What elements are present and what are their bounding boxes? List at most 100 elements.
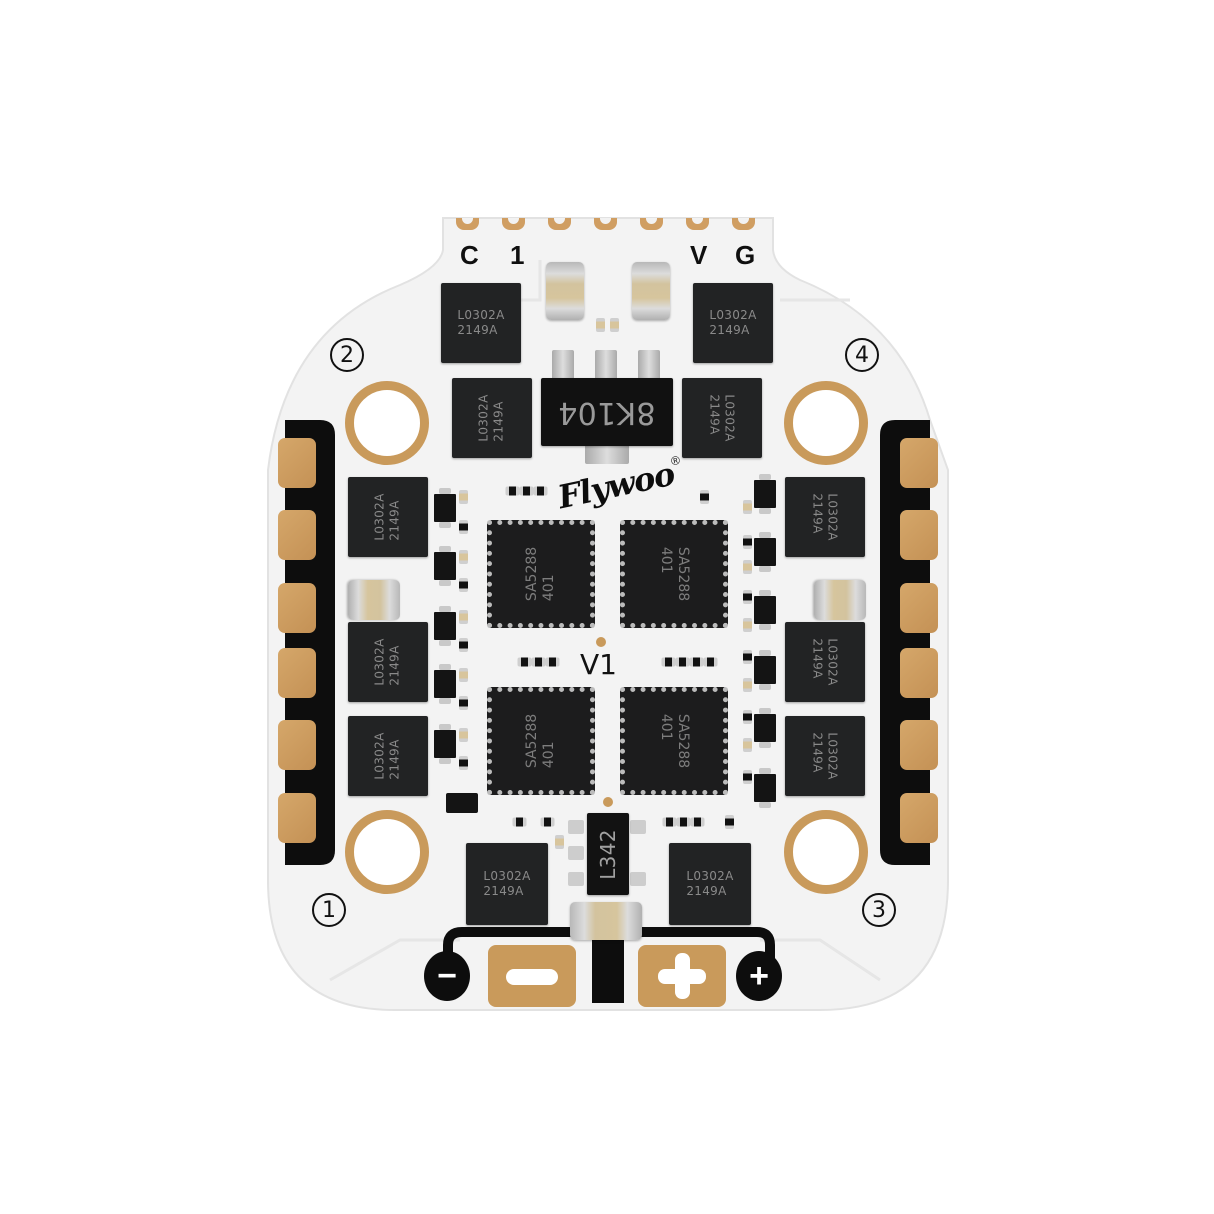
top-pad-7: [732, 218, 755, 230]
plus-icon-v: [675, 953, 690, 999]
diode: [754, 708, 776, 748]
diode: [754, 650, 776, 690]
ldo-pin: [630, 820, 646, 834]
diode: [434, 606, 456, 646]
diode: [754, 768, 776, 808]
capacitor: [348, 580, 400, 620]
capacitor: [570, 902, 642, 940]
mosfet-chip: L0302A 2149A: [693, 283, 773, 363]
top-pad-2: [502, 218, 525, 230]
resistor: [596, 318, 605, 332]
capacitor: [814, 580, 866, 620]
resistor: [555, 835, 564, 849]
mosfet-chip: L0302A 2149A: [441, 283, 521, 363]
ldo-pin: [568, 872, 584, 886]
resistor: [700, 490, 709, 504]
resistor: [531, 657, 546, 667]
fiducial-dot: [596, 637, 606, 647]
pad-label-v: V: [690, 240, 708, 270]
mosfet-chip: L0302A 2149A: [348, 716, 428, 796]
pad-label-1: 1: [510, 240, 525, 270]
resistor: [540, 817, 555, 827]
resistor: [743, 650, 752, 664]
mcu-chip: SA5288 401: [487, 520, 595, 628]
negative-polarity-mark: −: [424, 951, 470, 1001]
mosfet-chip: L0302A 2149A: [452, 378, 532, 458]
regulator-pin: [595, 350, 617, 380]
diode: [434, 724, 456, 764]
motor-pad-left: [278, 720, 316, 770]
motor-pad-left: [278, 438, 316, 488]
resistor: [545, 657, 560, 667]
resistor: [675, 657, 690, 667]
resistor: [512, 817, 527, 827]
fiducial-dot: [603, 797, 613, 807]
regulator-pin: [638, 350, 660, 380]
resistor: [743, 560, 752, 574]
motor-label-2: 2: [330, 338, 364, 372]
resistor: [459, 756, 468, 770]
battery-negative-pad: [488, 945, 576, 1007]
diode: [754, 590, 776, 630]
resistor: [743, 738, 752, 752]
diode: [434, 546, 456, 586]
capacitor: [546, 262, 584, 320]
resistor: [459, 638, 468, 652]
resistor: [676, 817, 691, 827]
regulator-pin: [552, 350, 574, 380]
motor-label-3: 3: [862, 893, 896, 927]
motor-pad-right: [900, 510, 938, 560]
resistor: [661, 657, 676, 667]
resistor: [610, 318, 619, 332]
mosfet-chip: L0302A 2149A: [785, 622, 865, 702]
resistor: [725, 815, 734, 829]
resistor: [459, 728, 468, 742]
mcu-chip: SA5288 401: [620, 687, 728, 795]
pad-label-c: C: [460, 240, 479, 270]
resistor: [689, 657, 704, 667]
mounting-hole: [784, 810, 868, 894]
resistor: [743, 770, 752, 784]
resistor: [662, 817, 677, 827]
resistor: [459, 668, 468, 682]
pad-label-g: G: [735, 240, 756, 270]
resistor: [505, 486, 520, 496]
mosfet-chip: L0302A 2149A: [348, 622, 428, 702]
mounting-hole: [345, 810, 429, 894]
regulator-chip: 8K104: [541, 378, 673, 446]
motor-pad-left: [278, 648, 316, 698]
resistor: [459, 578, 468, 592]
resistor: [743, 678, 752, 692]
ldo-chip: L342: [587, 813, 629, 895]
mcu-chip: SA5288 401: [620, 520, 728, 628]
resistor: [459, 610, 468, 624]
resistor: [743, 535, 752, 549]
mounting-hole: [345, 381, 429, 465]
mosfet-chip: L0302A 2149A: [669, 843, 751, 925]
diode: [754, 474, 776, 514]
motor-pad-right: [900, 583, 938, 633]
ldo-pin: [630, 872, 646, 886]
mounting-hole: [784, 381, 868, 465]
mosfet-chip: L0302A 2149A: [785, 477, 865, 557]
motor-pad-right: [900, 793, 938, 843]
top-pad-4: [594, 218, 617, 230]
ldo-pin: [568, 846, 584, 860]
motor-pad-right: [900, 648, 938, 698]
motor-pad-left: [278, 510, 316, 560]
resistor: [533, 486, 548, 496]
ldo-pin: [568, 820, 584, 834]
motor-label-4: 4: [845, 338, 879, 372]
resistor: [459, 550, 468, 564]
board-revision: V1: [580, 648, 617, 681]
mosfet-chip: L0302A 2149A: [785, 716, 865, 796]
diode: [446, 793, 478, 813]
motor-pad-right: [900, 720, 938, 770]
minus-icon: [506, 969, 558, 985]
diode: [754, 532, 776, 572]
resistor: [459, 490, 468, 504]
top-pad-6: [686, 218, 709, 230]
diode: [434, 664, 456, 704]
motor-pad-right: [900, 438, 938, 488]
